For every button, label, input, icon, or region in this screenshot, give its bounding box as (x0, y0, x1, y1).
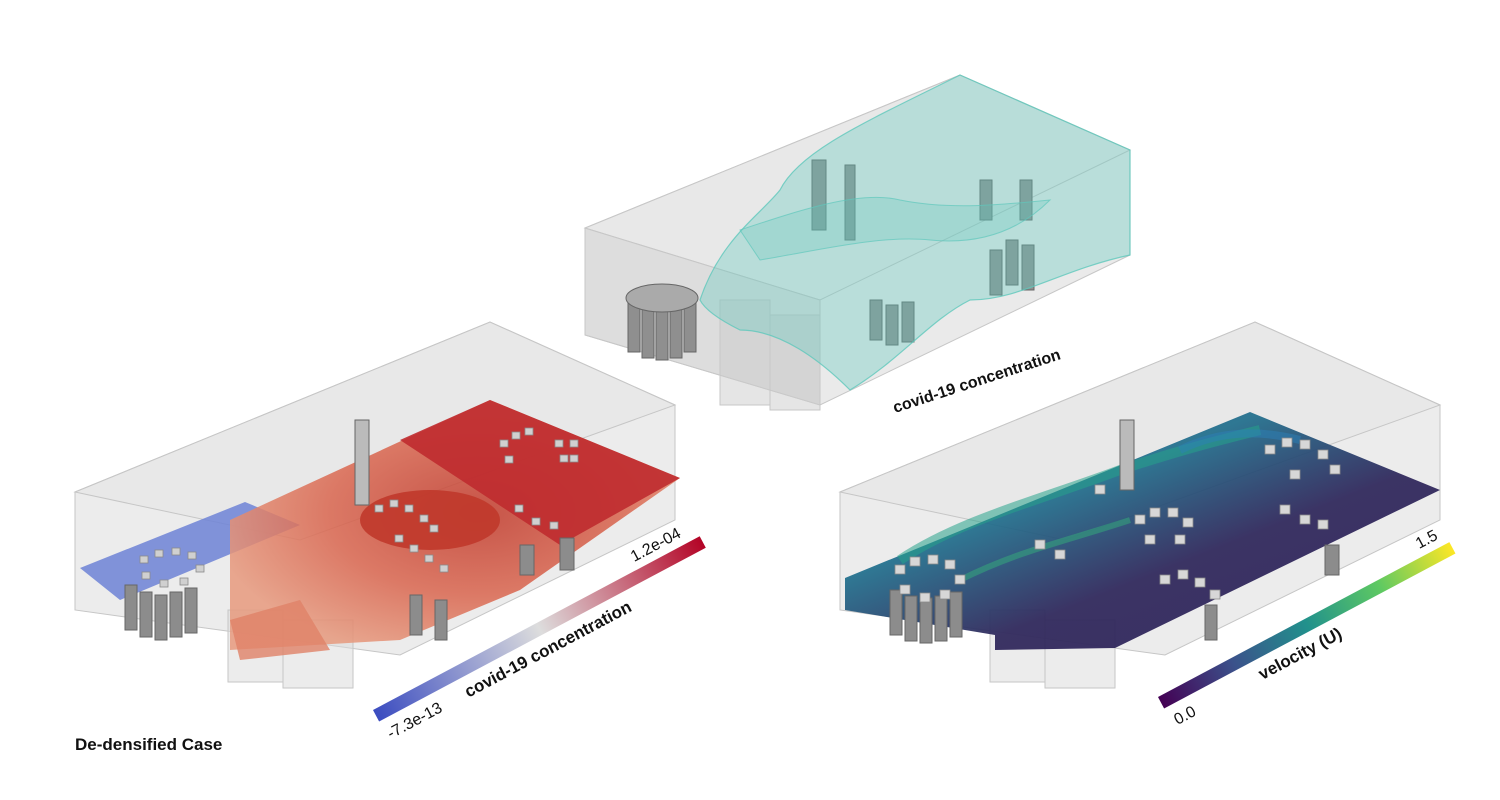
right-seats (894, 437, 1341, 603)
left-panel: -7.3e-13 1.2e-04 covid-19 concentration (73, 321, 706, 743)
top-building-shell (583, 74, 1132, 411)
right-tables (889, 419, 1340, 644)
top-tables (625, 159, 1035, 361)
right-panel: 0.0 1.5 velocity (U) (838, 321, 1456, 729)
right-colorbar-min: 0.0 (1171, 703, 1199, 728)
left-colorbar-gradient (373, 536, 706, 722)
left-seats (139, 427, 579, 588)
left-concentration-field (80, 400, 680, 660)
top-panel: covid-19 concentration (583, 74, 1132, 417)
case-caption: De-densified Case (75, 735, 223, 754)
right-colorbar-gradient (1158, 542, 1456, 709)
top-plume (699, 74, 1131, 391)
left-tables (124, 419, 575, 641)
